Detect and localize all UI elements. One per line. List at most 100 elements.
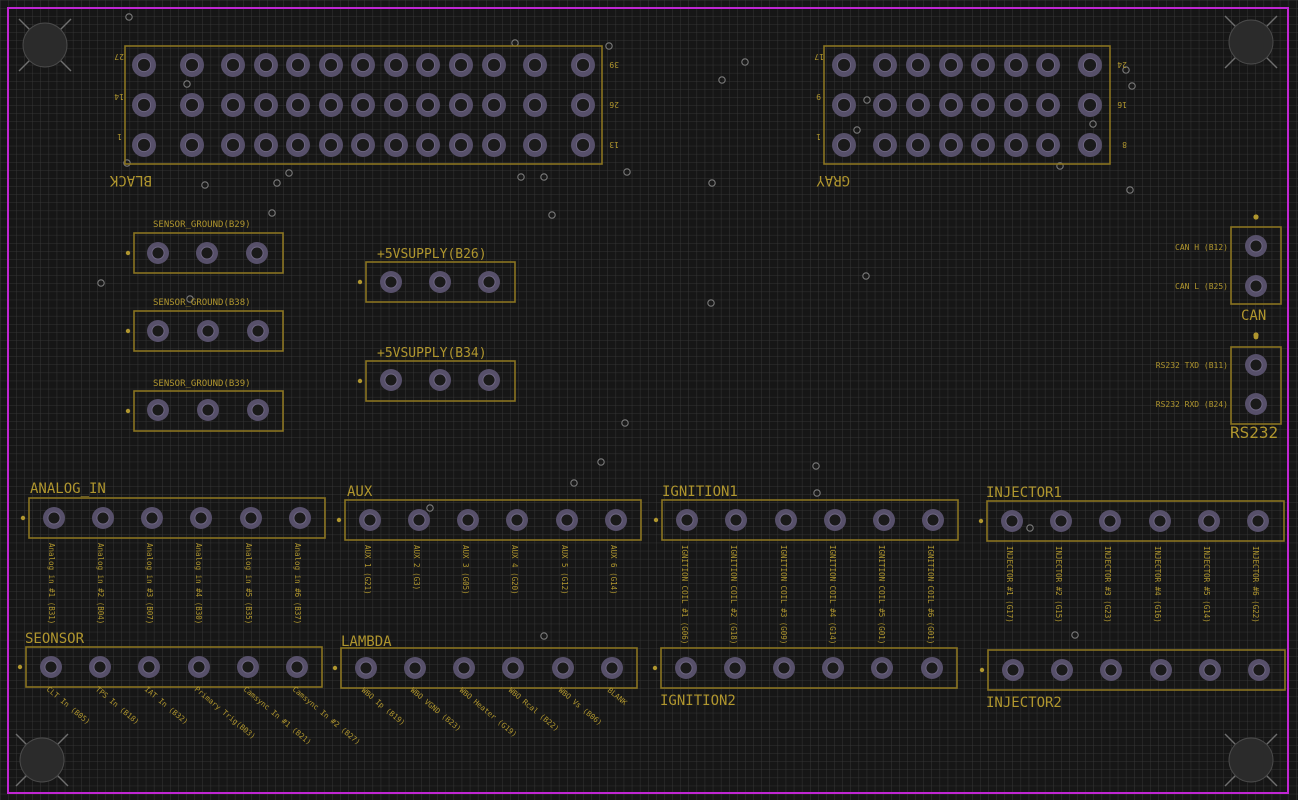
pad (523, 53, 547, 77)
pad (92, 507, 114, 529)
pad (197, 399, 219, 421)
pad (147, 320, 169, 342)
pad (1198, 510, 1220, 532)
pad (384, 93, 408, 117)
header-label: +5VSUPPLY(B34) (377, 346, 487, 361)
pin-label: AUX 6 (G14) (609, 545, 618, 595)
pin1-marker (357, 378, 363, 384)
via (540, 632, 548, 640)
pad (449, 133, 473, 157)
pad (43, 507, 65, 529)
pad (416, 133, 440, 157)
pin-label: INJECTOR #3 (G23) (1103, 546, 1112, 623)
pad (254, 53, 278, 77)
pin1-marker (332, 665, 338, 671)
pad (832, 93, 856, 117)
header-label: LAMBDA (341, 634, 392, 650)
pad (147, 242, 169, 264)
pad (873, 93, 897, 117)
pad (482, 53, 506, 77)
via (605, 42, 613, 50)
pad (873, 509, 895, 531)
pad (457, 509, 479, 531)
rs232-txd-label: RS232 TXD (B11) (1156, 361, 1228, 370)
header-label: SEONSOR (25, 631, 85, 647)
pin1-marker (653, 517, 659, 523)
pad (971, 53, 995, 77)
via (1128, 82, 1136, 90)
pad (190, 507, 212, 529)
pad (605, 509, 627, 531)
pin1-marker (125, 328, 131, 334)
pin-label: INJECTOR #1 (G17) (1005, 546, 1014, 623)
via (597, 458, 605, 466)
via (812, 462, 820, 470)
via (273, 179, 281, 187)
pad (197, 320, 219, 342)
pin-label: IGNITION COIL #2 (G18) (729, 545, 738, 644)
via (621, 419, 629, 427)
via (540, 173, 548, 181)
via (623, 168, 631, 176)
via (708, 179, 716, 187)
pad (921, 657, 943, 679)
pad (180, 93, 204, 117)
via (97, 279, 105, 287)
header-label: IGNITION2 (660, 693, 736, 709)
pad (384, 53, 408, 77)
pad (247, 399, 269, 421)
pad (1078, 53, 1102, 77)
pin1-marker (652, 665, 658, 671)
can-l-label: CAN L (B25) (1175, 282, 1228, 291)
pad (289, 507, 311, 529)
gray-connector-label: GRAY (816, 172, 850, 188)
black-pin-label: 27 (114, 52, 124, 61)
pad (724, 657, 746, 679)
pad (429, 369, 451, 391)
pad (180, 133, 204, 157)
pad (449, 53, 473, 77)
pad (552, 657, 574, 679)
pad (147, 399, 169, 421)
mounting-holes (15, 15, 1278, 787)
pin-label: Analog in #2 (B04) (96, 543, 105, 624)
via (718, 76, 726, 84)
pad (832, 133, 856, 157)
gray-pin-label: 9 (816, 92, 821, 101)
pad (1001, 510, 1023, 532)
ignition1-header: IGNITION1 IGNITION COIL #1 (G06)IGNITION… (653, 484, 959, 644)
pad (188, 656, 210, 678)
pad (351, 53, 375, 77)
pad (221, 53, 245, 77)
header-label: INJECTOR1 (986, 485, 1062, 501)
via (183, 80, 191, 88)
gray-pin-label: 17 (814, 52, 824, 61)
pad (380, 271, 402, 293)
pin1-marker (336, 517, 342, 523)
via (517, 173, 525, 181)
gray-pin-label: 24 (1117, 60, 1127, 69)
supply-header-b34: +5VSUPPLY(B34) (357, 346, 516, 402)
black-pin-label: 14 (114, 92, 124, 101)
pad (523, 93, 547, 117)
pad (971, 93, 995, 117)
pad (971, 133, 995, 157)
pad (1100, 659, 1122, 681)
pad (416, 93, 440, 117)
pad (1036, 93, 1060, 117)
pad (939, 53, 963, 77)
pad (246, 242, 268, 264)
ignition2-header: IGNITION2 (652, 647, 958, 709)
via (862, 272, 870, 280)
via (1089, 120, 1097, 128)
pin-label: Analog in #3 (B07) (145, 543, 154, 624)
pin1-marker (20, 515, 26, 521)
pad (676, 509, 698, 531)
pad (319, 53, 343, 77)
rs232-header: RS232 TXD (B11) RS232 RXD (B24) RS232 (1156, 334, 1282, 442)
pin1-marker (1253, 214, 1259, 220)
pad (138, 656, 160, 678)
black-pin-label: 1 (117, 132, 122, 141)
pin1-marker (1253, 334, 1259, 340)
